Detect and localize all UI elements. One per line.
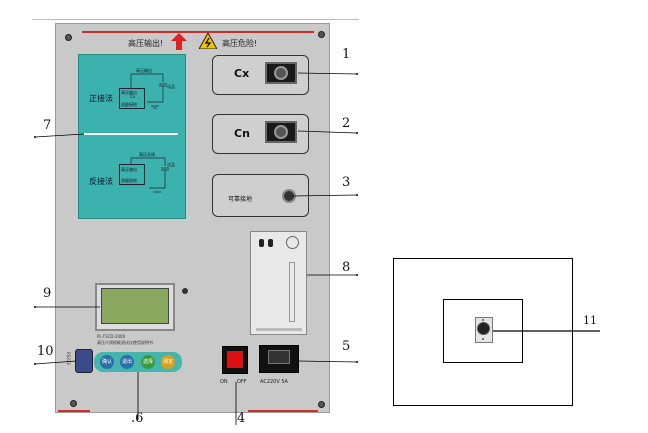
printer-paper-slot <box>289 262 295 322</box>
high-voltage-warning-icon <box>199 33 217 49</box>
power-switch-frame <box>222 346 248 374</box>
callout-dot <box>356 132 358 134</box>
schematic-text: 高压输出 <box>121 167 137 172</box>
serial-port-label: RS232 <box>66 352 71 365</box>
schematic-text: Cx <box>130 94 136 99</box>
callout-6: .6 <box>131 411 144 426</box>
callout-1: 1 <box>342 47 351 62</box>
bottom-red-stripe-left <box>58 410 90 412</box>
callout-5: 5 <box>342 339 351 354</box>
schematic-text: 高压芯线 <box>139 152 155 157</box>
power-inlet-socket[interactable] <box>268 350 290 364</box>
callout-dot <box>34 306 36 308</box>
callout-7: 7 <box>43 118 52 133</box>
reverse-method-label: 反接法 <box>89 177 113 186</box>
switch-off-label: OFF <box>237 379 247 385</box>
schematic-text: 高压输出 <box>121 90 137 95</box>
lcd-caption-text: 高压介质损耗测试仪使用说明书 <box>97 340 153 345</box>
printer-indicator-icon <box>259 239 264 247</box>
key-measure[interactable]: 测定 <box>161 355 175 369</box>
callout-dot <box>356 274 358 276</box>
screw-icon <box>482 338 484 340</box>
power-switch[interactable] <box>227 351 243 368</box>
schematic-box-bottom <box>119 164 145 185</box>
cn-label: Cn <box>234 127 250 140</box>
callout-3: 3 <box>342 175 351 190</box>
callout-dot <box>356 194 358 196</box>
panel-divider <box>84 133 178 135</box>
screw-icon <box>318 401 325 408</box>
ground-label: 可靠接地 <box>228 196 253 203</box>
callout-dot <box>34 136 36 138</box>
hv-danger-label: 高压危险! <box>222 39 258 48</box>
callout-9: 9 <box>43 286 52 301</box>
callout-10: 10 <box>37 344 54 359</box>
callout-dot <box>34 363 36 365</box>
indicator-led-icon <box>182 288 188 294</box>
schematic-text: 试品 <box>167 84 175 89</box>
schematic-box-top <box>119 88 145 109</box>
callout-11: 11 <box>583 314 597 327</box>
lcd-caption-model: PL-TSCD-2000 <box>97 334 126 339</box>
screw-icon <box>65 34 72 41</box>
callout-4: 4 <box>237 411 246 426</box>
printer-indicator-icon <box>268 239 273 247</box>
schematic-text: 试品 <box>167 162 175 167</box>
cn-connector-module <box>212 114 309 154</box>
keypad-strip <box>94 352 182 372</box>
switch-on-label: ON <box>220 379 228 385</box>
schematic-wires-top <box>130 73 167 109</box>
key-exit[interactable]: 退出 <box>120 355 134 369</box>
wiring-diagram-panel <box>78 54 186 219</box>
cx-socket-hole <box>274 66 288 80</box>
schematic-text: 测量接地 <box>121 102 137 107</box>
schematic-wires-bottom <box>130 157 169 193</box>
hv-output-label: 高压输出! <box>128 39 164 48</box>
lcd-screen <box>101 288 169 324</box>
rear-connector-socket[interactable] <box>477 322 490 335</box>
positive-method-label: 正接法 <box>89 94 113 103</box>
top-rule <box>32 19 359 20</box>
schematic-text: 高压输出 <box>136 68 152 73</box>
printer-feed-button[interactable] <box>286 236 299 249</box>
printer-tear-bar <box>256 328 302 331</box>
schematic-text: 测量接地 <box>121 178 137 183</box>
thermal-printer <box>250 231 307 335</box>
red-up-arrow-icon <box>171 33 187 50</box>
screw-icon <box>318 31 325 38</box>
callout-8: 8 <box>342 260 351 275</box>
rear-panel-outline <box>393 258 573 406</box>
cx-label: Cx <box>234 67 250 80</box>
top-red-stripe <box>82 31 314 33</box>
rear-connector-plate <box>443 299 523 363</box>
callout-dot <box>356 361 358 363</box>
cn-socket-hole <box>274 125 288 139</box>
power-rating-label: AC220V 5A <box>260 379 288 385</box>
callout-2: 2 <box>342 116 351 131</box>
key-select[interactable]: 选择 <box>141 355 155 369</box>
callout-dot <box>356 73 358 75</box>
key-confirm[interactable]: 确认 <box>100 355 114 369</box>
screw-icon <box>70 400 77 407</box>
bottom-red-stripe-right <box>248 410 318 412</box>
screw-icon <box>482 319 484 321</box>
